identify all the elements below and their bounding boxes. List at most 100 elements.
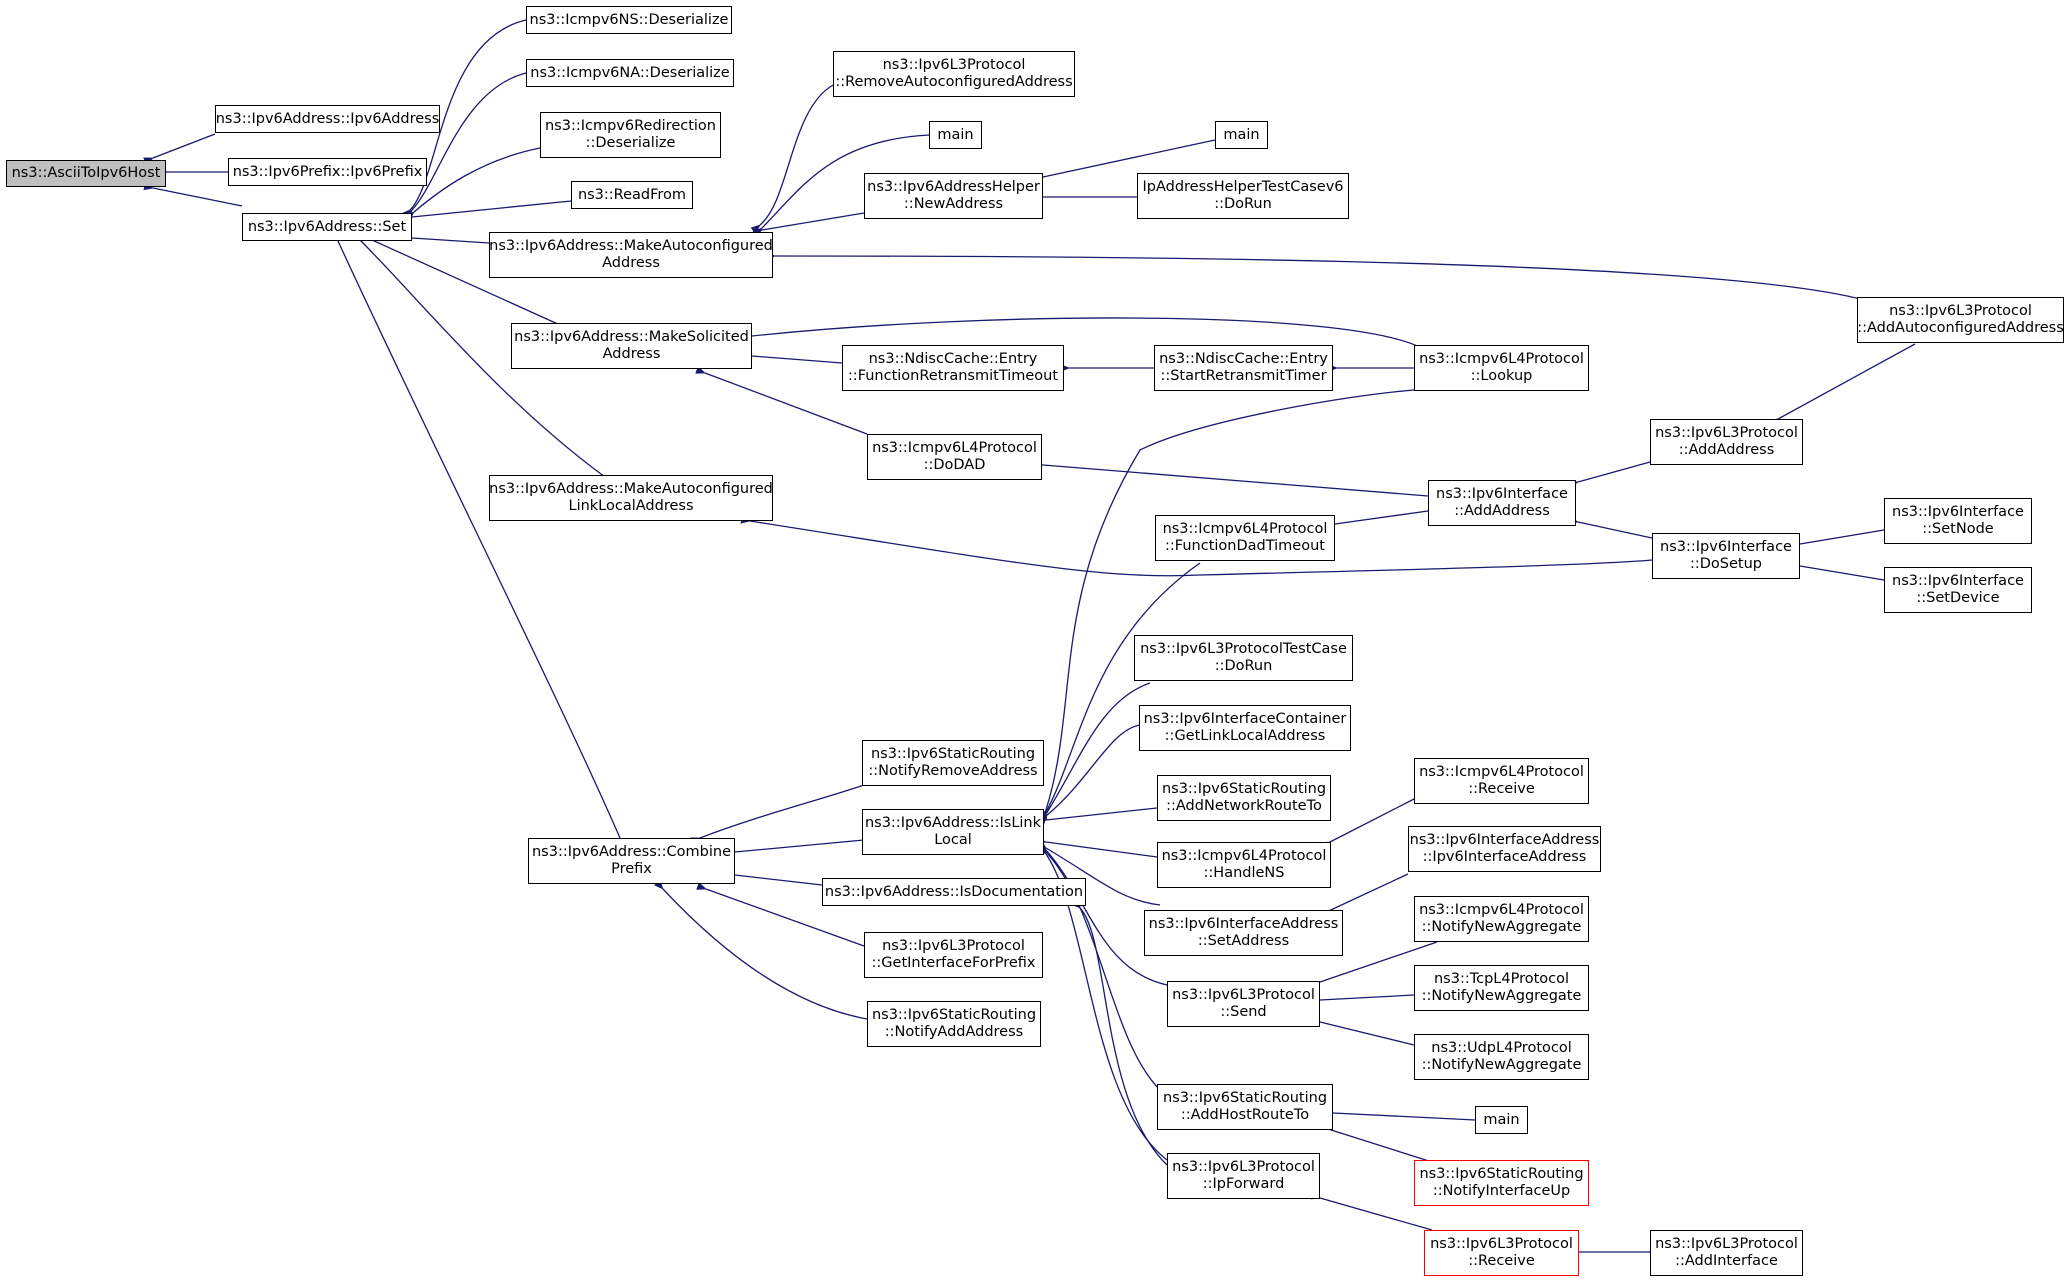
node-ipv6l3-addinterface[interactable]: ns3::Ipv6L3Protocol::AddInterface xyxy=(1650,1230,1803,1276)
node-label-line: ns3::Ipv6L3Protocol xyxy=(1889,303,2032,319)
edge-isLinkLocal-addNetRoute xyxy=(1036,807,1158,825)
node-icmpv6l4-receive[interactable]: ns3::Icmpv6L4Protocol::Receive xyxy=(1414,758,1589,804)
node-label-line: ns3::ReadFrom xyxy=(577,186,687,203)
edge-set-combine xyxy=(330,231,621,839)
edge-addHostRoute-notifyIfUp xyxy=(1318,1122,1433,1163)
node-ipv6prefix-ctor[interactable]: ns3::Ipv6Prefix::Ipv6Prefix xyxy=(228,158,427,186)
node-label-line: ::FunctionRetransmitTimeout xyxy=(847,368,1059,384)
node-label-line: ::AddNetworkRouteTo xyxy=(1166,798,1322,814)
node-label-line: ns3::Ipv6L3Protocol xyxy=(1430,1236,1573,1252)
node-label-line: ::NotifyNewAggregate xyxy=(1421,919,1582,935)
node-label-line: ns3::Icmpv6L4Protocol xyxy=(1162,521,1328,537)
node-is-documentation[interactable]: ns3::Ipv6Address::IsDocumentation xyxy=(822,878,1086,906)
node-ipv6l3-testcase-dorun[interactable]: ns3::Ipv6L3ProtocolTestCase::DoRun xyxy=(1134,635,1353,681)
node-main-1[interactable]: main xyxy=(929,121,982,149)
edge-combine-notifyRemove xyxy=(690,784,865,845)
node-icmpv6l4-notify-aggregate[interactable]: ns3::Icmpv6L4Protocol::NotifyNewAggregat… xyxy=(1414,896,1589,942)
node-label-line: ::AddAutoconfiguredAddress xyxy=(1857,320,2064,336)
edge-setAddress-ifaceAddrCtor xyxy=(1310,873,1409,923)
node-icmpv6l4-lookup[interactable]: ns3::Icmpv6L4Protocol::Lookup xyxy=(1414,345,1589,391)
node-ipv6interface-dosetup[interactable]: ns3::Ipv6Interface::DoSetup xyxy=(1652,533,1800,579)
edge-ifaceAddAddr-l3AddAddr xyxy=(1568,461,1651,489)
node-label-line: ns3::Ipv6Address::IsDocumentation xyxy=(824,883,1084,900)
node-notify-add-address[interactable]: ns3::Ipv6StaticRouting::NotifyAddAddress xyxy=(867,1001,1041,1047)
node-icmpv6l4-dodad[interactable]: ns3::Icmpv6L4Protocol::DoDAD xyxy=(867,434,1042,480)
node-label-line: ::HandleNS xyxy=(1203,865,1285,881)
edge-makeAuto-newAddr xyxy=(752,212,865,236)
node-icmpv6redirection-deserialize[interactable]: ns3::Icmpv6Redirection::Deserialize xyxy=(540,112,721,158)
node-icmpv6ns-deserialize[interactable]: ns3::Icmpv6NS::Deserialize xyxy=(526,6,732,34)
node-interfaceaddress-ctor[interactable]: ns3::Ipv6InterfaceAddress::Ipv6Interface… xyxy=(1408,826,1601,872)
node-label-line: LinkLocalAddress xyxy=(568,498,694,514)
node-remove-autoconfigured-address[interactable]: ns3::Ipv6L3Protocol::RemoveAutoconfigure… xyxy=(833,51,1075,97)
edge-isLinkLocal-getLL xyxy=(1036,724,1141,825)
edge-set-redirDes xyxy=(404,147,541,221)
node-label-line: Address xyxy=(602,346,661,362)
node-icmpv6na-deserialize[interactable]: ns3::Icmpv6NA::Deserialize xyxy=(526,59,734,87)
node-main-2[interactable]: main xyxy=(1215,121,1268,149)
edge-isLinkLocal-l3TestDoRun xyxy=(1037,682,1151,824)
node-label-line: ::SetDevice xyxy=(1916,590,2000,606)
node-ipv6address-set[interactable]: ns3::Ipv6Address::Set xyxy=(242,213,412,241)
node-add-host-route[interactable]: ns3::Ipv6StaticRouting::AddHostRouteTo xyxy=(1157,1084,1333,1130)
node-icmpv6l4-handlens[interactable]: ns3::Icmpv6L4Protocol::HandleNS xyxy=(1157,842,1331,888)
node-ipv6interface-setdevice[interactable]: ns3::Ipv6Interface::SetDevice xyxy=(1884,567,2032,613)
node-label-line: ns3::Ipv6StaticRouting xyxy=(1161,781,1327,797)
node-start-retransmit-timer[interactable]: ns3::NdiscCache::Entry::StartRetransmitT… xyxy=(1154,345,1333,391)
node-function-retransmit-timeout[interactable]: ns3::NdiscCache::Entry::FunctionRetransm… xyxy=(842,345,1064,391)
node-notify-interface-up[interactable]: ns3::Ipv6StaticRouting::NotifyInterfaceU… xyxy=(1414,1160,1589,1206)
edge-combine-notifyAdd xyxy=(653,879,868,1020)
node-readfrom[interactable]: ns3::ReadFrom xyxy=(571,181,693,209)
node-get-interface-for-prefix[interactable]: ns3::Ipv6L3Protocol::GetInterfaceForPref… xyxy=(864,932,1043,978)
node-label-line: IpAddressHelperTestCasev6 xyxy=(1142,179,1344,195)
node-udpl4-notify-aggregate[interactable]: ns3::UdpL4Protocol::NotifyNewAggregate xyxy=(1414,1034,1589,1080)
node-label-line: ns3::Ipv6Prefix::Ipv6Prefix xyxy=(232,163,423,180)
node-label-line: ::DoRun xyxy=(1214,658,1273,674)
node-ipv6l3-send[interactable]: ns3::Ipv6L3Protocol::Send xyxy=(1167,981,1320,1027)
node-ipv6address-ctor[interactable]: ns3::Ipv6Address::Ipv6Address xyxy=(215,105,440,133)
node-label-line: ns3::Ipv6Address::MakeAutoconfigured xyxy=(489,238,773,254)
node-ipv6l3-receive[interactable]: ns3::Ipv6L3Protocol::Receive xyxy=(1424,1230,1579,1276)
node-label-line: ns3::Icmpv6L4Protocol xyxy=(1419,764,1584,780)
node-address-helper-newaddress[interactable]: ns3::Ipv6AddressHelper::NewAddress xyxy=(864,173,1043,219)
node-label-line: ::AddAddress xyxy=(1678,442,1775,458)
node-label-line: ::Receive xyxy=(1468,1253,1535,1269)
node-ipv6l3-ipforward[interactable]: ns3::Ipv6L3Protocol::IpForward xyxy=(1167,1153,1320,1199)
node-tcpl4-notify-aggregate[interactable]: ns3::TcpL4Protocol::NotifyNewAggregate xyxy=(1414,965,1589,1011)
node-label-line: ::Receive xyxy=(1468,781,1535,797)
node-add-network-route[interactable]: ns3::Ipv6StaticRouting::AddNetworkRouteT… xyxy=(1157,775,1331,821)
node-interfaceaddress-setaddress[interactable]: ns3::Ipv6InterfaceAddress::SetAddress xyxy=(1144,910,1343,956)
edge-makeLL-doSetup xyxy=(740,515,1653,577)
node-label-line: ns3::TcpL4Protocol xyxy=(1433,971,1570,987)
node-ipv6l3-addaddress[interactable]: ns3::Ipv6L3Protocol::AddAddress xyxy=(1650,419,1803,465)
edge-combine-isLinkLocal xyxy=(725,839,865,857)
node-label-line: ::GetLinkLocalAddress xyxy=(1164,728,1326,744)
node-notify-remove-address[interactable]: ns3::Ipv6StaticRouting::NotifyRemoveAddr… xyxy=(862,740,1044,786)
node-label-line: ::NotifyRemoveAddress xyxy=(868,763,1038,779)
node-label-line: ns3::Ipv6Address::Set xyxy=(247,218,407,235)
edge-l3Send-tcpNotify xyxy=(1310,994,1415,1005)
node-function-dad-timeout[interactable]: ns3::Icmpv6L4Protocol::FunctionDadTimeou… xyxy=(1155,515,1335,561)
edge-isLinkLocal-addHostRoute xyxy=(1036,842,1161,1091)
node-label-line: ::IpForward xyxy=(1202,1176,1285,1192)
edge-makeSol-doDAD xyxy=(695,366,868,435)
node-ipaddresshelper-testcase[interactable]: IpAddressHelperTestCasev6::DoRun xyxy=(1137,173,1349,219)
node-add-autoconfigured-address[interactable]: ns3::Ipv6L3Protocol::AddAutoconfiguredAd… xyxy=(1857,297,2064,343)
node-label-line: ns3::UdpL4Protocol xyxy=(1431,1040,1572,1056)
node-get-linklocal-address[interactable]: ns3::Ipv6InterfaceContainer::GetLinkLoca… xyxy=(1139,705,1351,751)
node-label-line: ns3::AsciiToIpv6Host xyxy=(11,165,161,181)
node-label-line: main xyxy=(937,126,974,143)
node-label-line: ns3::Ipv6StaticRouting xyxy=(1162,1090,1328,1106)
node-label-line: ::NotifyNewAggregate xyxy=(1421,1057,1582,1073)
node-ipv6interface-setnode[interactable]: ns3::Ipv6Interface::SetNode xyxy=(1884,498,2032,544)
node-label-line: ns3::Ipv6L3Protocol xyxy=(882,57,1026,73)
node-ipv6interface-addaddress[interactable]: ns3::Ipv6Interface::AddAddress xyxy=(1428,480,1576,526)
node-label-line: ns3::Icmpv6L4Protocol xyxy=(1419,351,1584,367)
node-main-3[interactable]: main xyxy=(1475,1106,1528,1134)
edge-set-makeLL xyxy=(350,230,606,478)
